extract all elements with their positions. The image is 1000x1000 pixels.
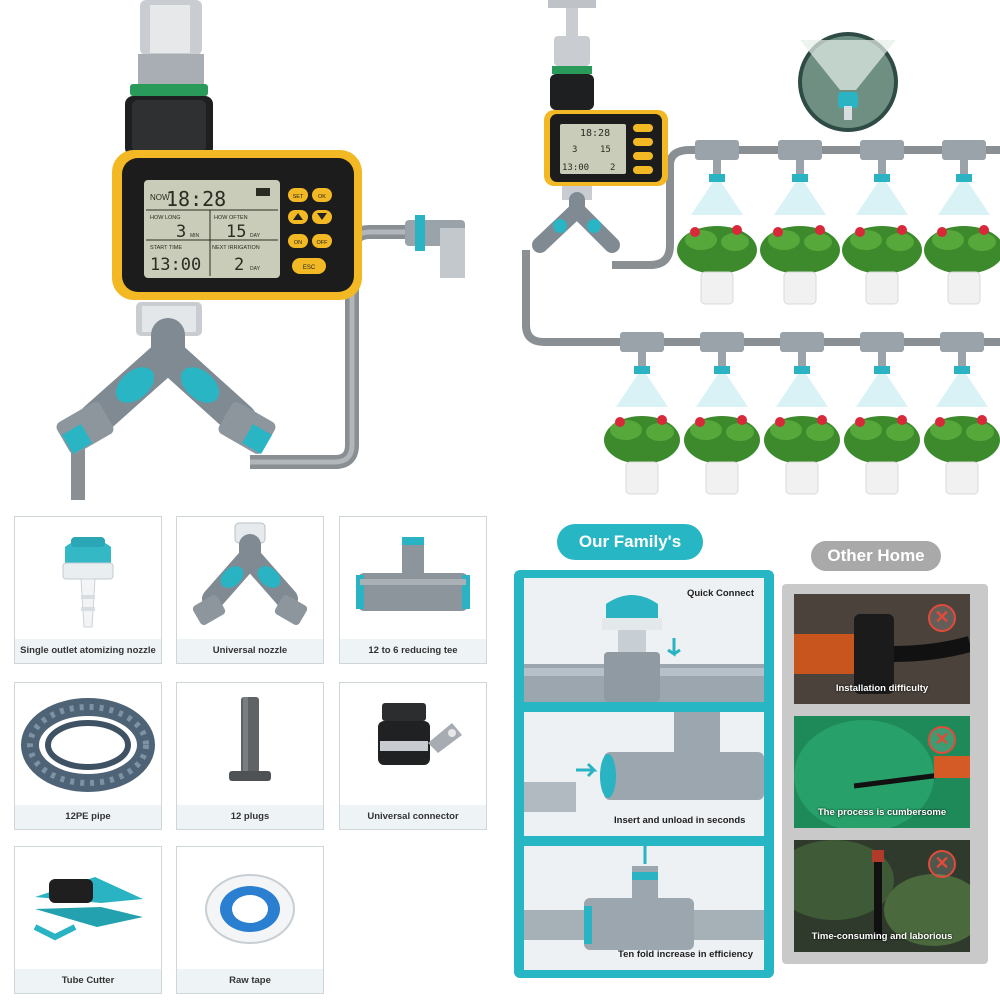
lower-nozzle-row (616, 352, 988, 407)
panel-caption: Ten fold increase in efficiency (618, 949, 753, 960)
panel-insert-unload: Insert and unload in seconds (524, 712, 764, 836)
part-label: 12 plugs (177, 805, 323, 829)
upper-plant-row (677, 225, 1000, 305)
nozzle-mist-inset (798, 32, 898, 132)
part-label: Universal nozzle (177, 639, 323, 663)
timer-down-button[interactable] (312, 210, 332, 224)
svg-text:SET: SET (293, 194, 304, 200)
plug-icon (229, 697, 271, 781)
mini-lcd-how-long: 3 (572, 145, 577, 155)
y-splitter-icon (192, 522, 308, 626)
part-card-raw-tape[interactable]: Raw tape (176, 846, 324, 994)
timer-closeup-photo: NOW 18:28 HOW LONG 3 MIN HOW OFTEN 15 DA… (0, 0, 500, 500)
part-card-pe-pipe[interactable]: 12PE pipe (14, 682, 162, 830)
battery-icon (256, 188, 270, 196)
panel-caption: Insert and unload in seconds (614, 815, 746, 826)
triangle-up-icon (293, 213, 303, 220)
panel-quick-connect: Quick Connect (524, 578, 764, 702)
other-home-panels: ✕ Installation difficulty ✕ The process … (782, 584, 988, 964)
universal-connector-icon (378, 703, 462, 765)
insert-unload-illustration (524, 712, 764, 812)
part-label: 12PE pipe (15, 805, 161, 829)
svg-text:OK: OK (318, 194, 326, 200)
timer-lcd-screen (144, 180, 280, 278)
svg-text:ON: ON (294, 240, 302, 246)
tube-cutter-icon (33, 877, 143, 941)
quick-connect-illustration (524, 595, 764, 702)
reducing-tee-icon (356, 537, 470, 611)
pipe-coil-icon (21, 698, 155, 792)
y-splitter-fitting (56, 318, 276, 455)
lcd-next-irrigation-value: 2 (234, 255, 244, 275)
timer-up-button[interactable] (288, 210, 308, 224)
part-card-universal-connector[interactable]: Universal connector (339, 682, 487, 830)
part-label: Universal connector (340, 805, 486, 829)
our-family-title: Our Family's (557, 524, 703, 560)
lcd-how-often-value: 15 (226, 222, 246, 242)
part-card-plugs[interactable]: 12 plugs (176, 682, 324, 830)
timer-set-button[interactable]: SET (288, 188, 308, 202)
installation-difficulty-photo (794, 594, 970, 704)
our-family-panels: Quick Connect Insert and unload in secon… (514, 570, 774, 978)
mini-lcd-next: 2 (610, 163, 615, 173)
part-label: Single outlet atomizing nozzle (15, 639, 161, 663)
x-icon: ✕ (928, 604, 956, 632)
panel-caption: Time-consuming and laborious (811, 931, 953, 942)
upper-nozzle-row (691, 160, 990, 215)
other-home-title: Other Home (811, 541, 941, 571)
raw-tape-icon (205, 874, 295, 944)
part-card-universal-nozzle[interactable]: Universal nozzle (176, 516, 324, 664)
comparison-section: Our Family's Other Home Quick Connect (500, 500, 1000, 1000)
panel-caption: Quick Connect (686, 588, 754, 599)
parts-grid: Single outlet atomizing nozzle Universal… (0, 500, 500, 1000)
panel-time-consuming: ✕ Time-consuming and laborious (794, 840, 970, 952)
timer-on-button[interactable]: ON (288, 234, 308, 248)
lcd-how-long-unit: MIN (190, 233, 200, 239)
part-card-atomizing-nozzle[interactable]: Single outlet atomizing nozzle (14, 516, 162, 664)
mini-timer-lcd (560, 124, 626, 174)
lcd-clock: 18:28 (166, 187, 226, 211)
lcd-how-often-label: HOW OFTEN (214, 215, 248, 221)
svg-text:ESC: ESC (303, 265, 316, 271)
timer-illustration: NOW 18:28 HOW LONG 3 MIN HOW OFTEN 15 DA… (56, 0, 465, 500)
mini-lcd-start: 13:00 (562, 163, 589, 173)
part-label: Raw tape (177, 969, 323, 993)
part-label: 12 to 6 reducing tee (340, 639, 486, 663)
panel-installation-difficulty: ✕ Installation difficulty (794, 594, 970, 704)
timer-ok-button[interactable]: OK (312, 188, 332, 202)
atomizing-nozzle-icon (62, 537, 114, 628)
panel-caption: Installation difficulty (835, 683, 929, 694)
timer-off-button[interactable]: OFF (312, 234, 332, 248)
lower-plant-row (604, 415, 1000, 495)
part-card-reducing-tee[interactable]: 12 to 6 reducing tee (339, 516, 487, 664)
mini-lcd-clock: 18:28 (580, 128, 610, 139)
timer-esc-button[interactable]: ESC (292, 258, 326, 274)
part-label: Tube Cutter (15, 969, 161, 993)
lcd-how-long-label: HOW LONG (150, 215, 181, 221)
lcd-how-long-value: 3 (176, 222, 186, 242)
lcd-next-irrigation-unit: DAY (250, 266, 261, 272)
system-diagram: 18:28 3 15 13:00 2 (522, 0, 1000, 495)
lcd-now-label: NOW (150, 193, 170, 202)
part-card-tube-cutter[interactable]: Tube Cutter (14, 846, 162, 994)
panel-efficiency: Ten fold increase in efficiency (524, 846, 764, 970)
lcd-start-time-value: 13:00 (150, 255, 201, 275)
irrigation-system-illustration: 18:28 3 15 13:00 2 (500, 0, 1000, 500)
panel-caption: The process is cumbersome (817, 807, 947, 818)
x-icon: ✕ (928, 726, 956, 754)
lcd-next-irrigation-label: NEXT IRRIGATION (212, 245, 260, 251)
efficiency-illustration (524, 846, 764, 950)
mini-lcd-how-often: 15 (600, 145, 611, 155)
lcd-start-time-label: START TIME (150, 245, 182, 251)
lcd-how-often-unit: DAY (250, 233, 261, 239)
svg-text:OFF: OFF (317, 240, 329, 246)
panel-cumbersome: ✕ The process is cumbersome (794, 716, 970, 828)
triangle-down-icon (317, 213, 327, 220)
x-icon: ✕ (928, 850, 956, 878)
